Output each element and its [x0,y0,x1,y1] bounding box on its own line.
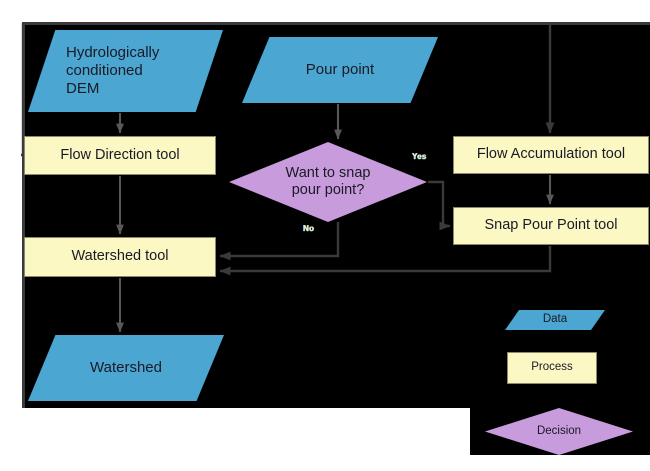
node-hydrologically-conditioned-dem[interactable]: Hydrologically conditioned DEM [28,30,223,112]
legend-item-data: Data [505,310,605,330]
node-label: Flow Accumulation tool [476,146,626,163]
node-pour-point[interactable]: Pour point [242,37,438,103]
legend-item-process: Process [507,352,597,384]
node-label: Watershed [90,359,162,377]
node-watershed[interactable]: Watershed [28,335,224,401]
legend-label: Decision [536,424,582,437]
node-label: Pour point [305,61,375,79]
node-label: Want to snap pour point? [285,164,371,198]
branch-label-yes: Yes [412,152,427,161]
node-flow-accumulation-tool[interactable]: Flow Accumulation tool [453,136,649,174]
legend-label: Data [542,313,568,326]
node-flow-direction-tool[interactable]: Flow Direction tool [24,136,216,175]
node-label: Watershed tool [71,248,169,265]
node-watershed-tool[interactable]: Watershed tool [24,237,216,277]
node-label: Snap Pour Point tool [484,217,618,234]
node-label: Flow Direction tool [60,146,180,163]
legend-label: Process [531,361,573,374]
node-label: Hydrologically conditioned DEM [66,44,160,97]
node-snap-pour-point-tool[interactable]: Snap Pour Point tool [453,207,649,245]
branch-label-no: No [303,224,315,233]
